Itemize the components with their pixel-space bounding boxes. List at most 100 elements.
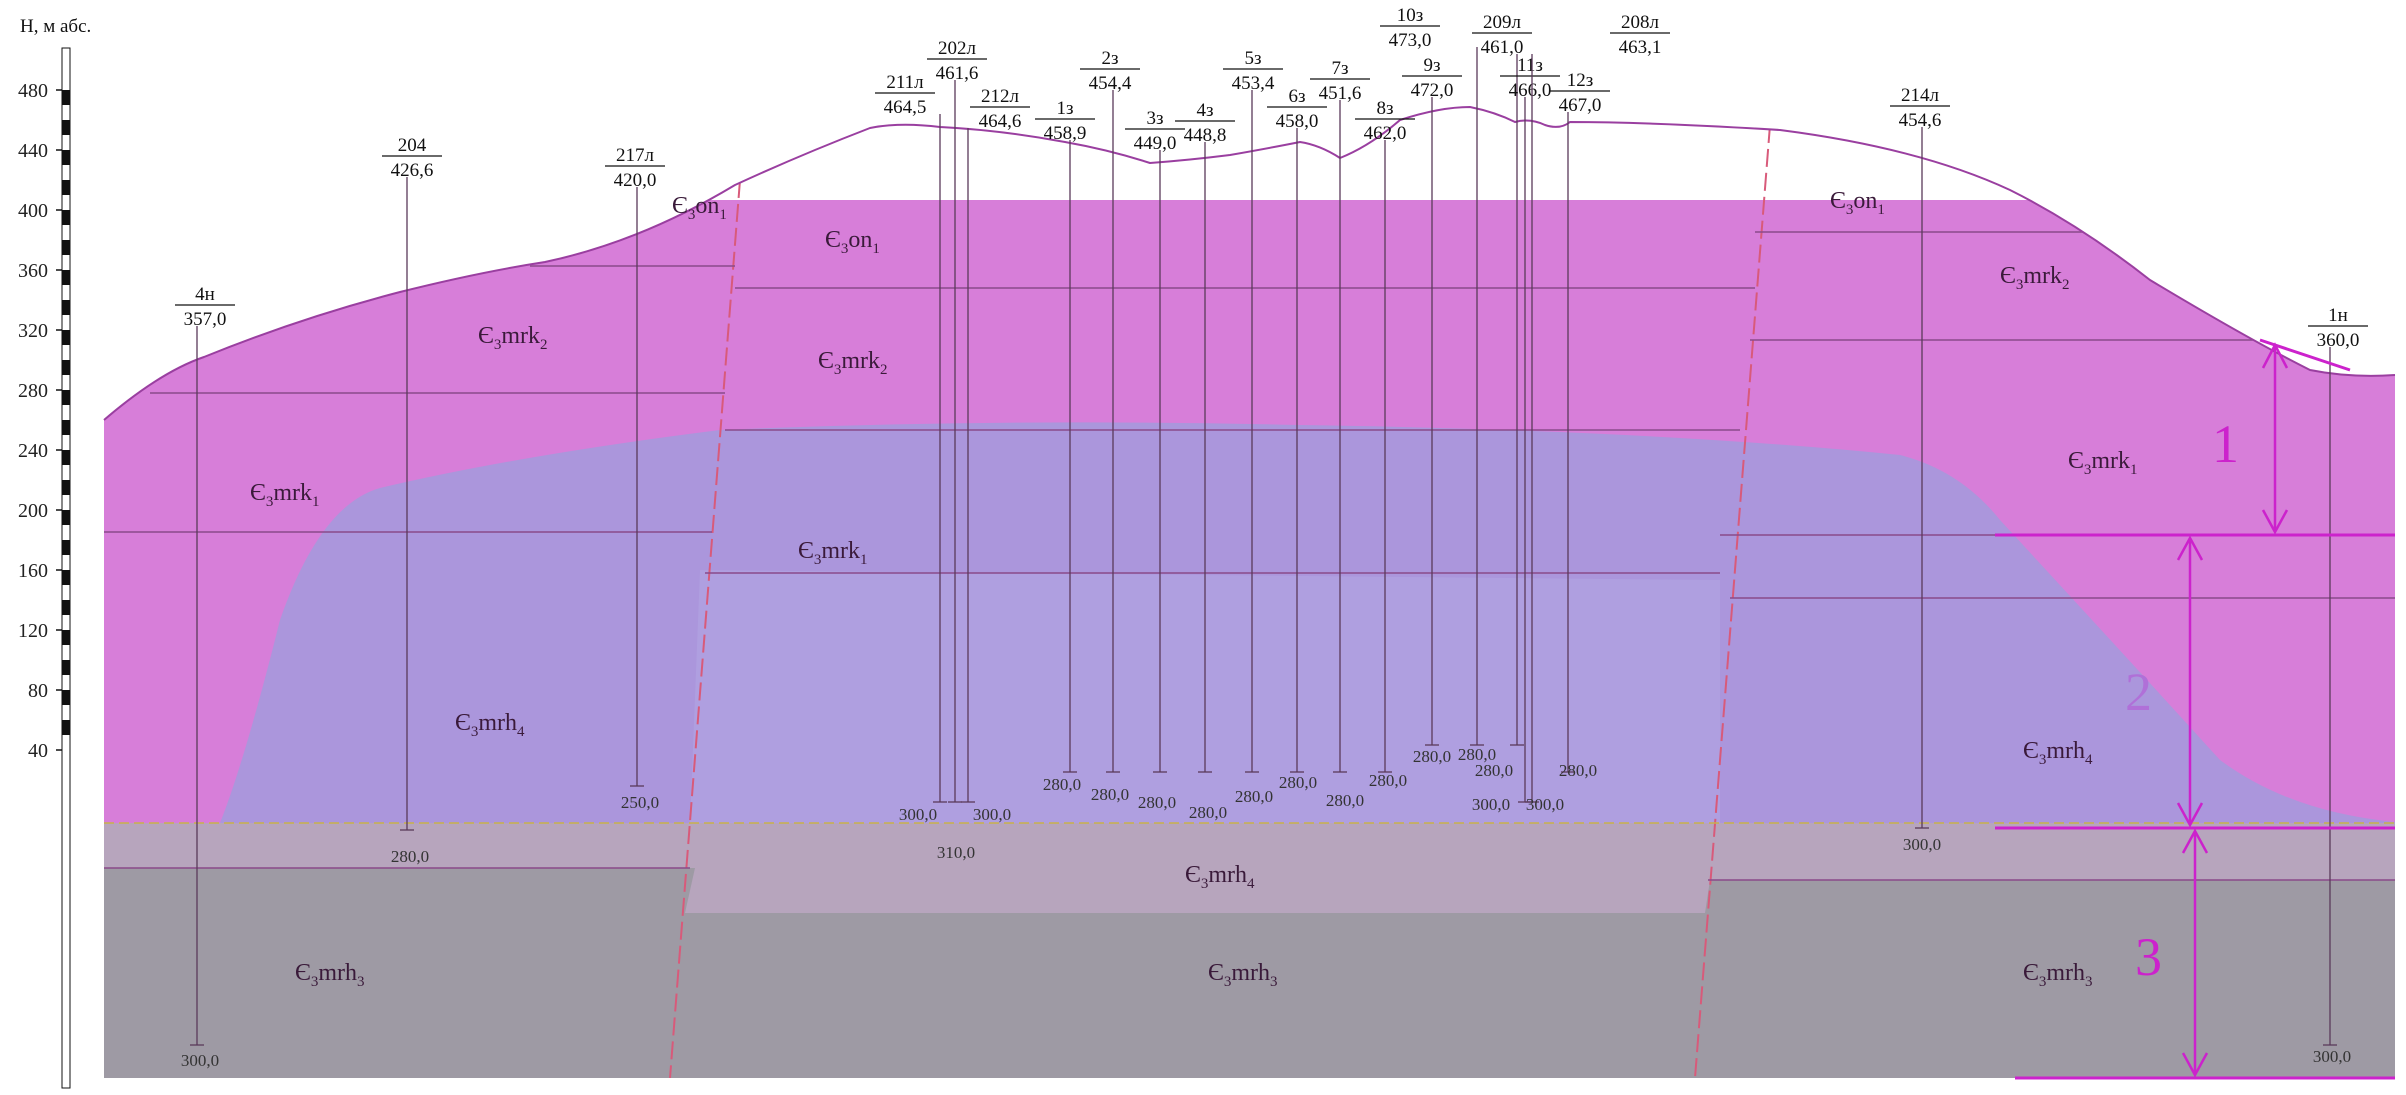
- mrh4-lower-layer: [104, 823, 2395, 913]
- axis-scale-segment: [62, 660, 70, 675]
- well-elevation: 466,0: [1509, 80, 1552, 101]
- well-elevation: 448,8: [1184, 125, 1227, 146]
- well-elevation: 454,4: [1089, 73, 1132, 94]
- well-id: 212л: [981, 86, 1020, 107]
- axis-tick-label: 400: [18, 200, 48, 222]
- well-depth: 280,0: [391, 847, 429, 866]
- strata-layers: [104, 124, 2395, 1078]
- axis-title: Н, м абс.: [20, 16, 91, 37]
- axis-scale-segment: [62, 120, 70, 135]
- axis-tick-label: 360: [18, 260, 48, 282]
- well-depth: 300,0: [181, 1051, 219, 1070]
- strata-labels: Є3on1Є3on1Є3on1Є3mrk2Є3mrk2Є3mrk2Є3mrk1Є…: [250, 188, 2138, 990]
- fault-line: [1694, 124, 1771, 1078]
- stratum-label-mrk2: Є3mrk2: [478, 323, 548, 353]
- well-id: 7з: [1331, 58, 1348, 79]
- well: 217л 420,0 250,0: [605, 145, 665, 812]
- well-id: 8з: [1376, 98, 1393, 119]
- stratum-label-mrk1: Є3mrk1: [2068, 448, 2138, 478]
- stratum-label-mrh3: Є3mrh3: [295, 960, 365, 990]
- stratum-label-mrk2: Є3mrk2: [2000, 263, 2070, 293]
- well-elevation: 473,0: [1389, 30, 1432, 51]
- axis-scale-segment: [62, 450, 70, 465]
- stratum-label-mrh4: Є3mrh4: [1185, 862, 1255, 892]
- well-id: 217л: [616, 145, 655, 166]
- well-id: 1з: [1056, 98, 1073, 119]
- terrain-outline: [103, 105, 2396, 421]
- stratum-label-mrh3: Є3mrh3: [1208, 960, 1278, 990]
- well-elevation: 464,6: [979, 111, 1022, 132]
- well: 10з 473,0 280,0: [1380, 5, 1496, 764]
- well-depth: 300,0: [2313, 1047, 2351, 1066]
- well-depth: 250,0: [621, 793, 659, 812]
- well-id: 209л: [1483, 12, 1522, 33]
- axis-tick-label: 160: [18, 560, 48, 582]
- well-id: 202л: [938, 38, 977, 59]
- axis-scale-segment: [62, 570, 70, 585]
- axis-tick-label: 200: [18, 500, 48, 522]
- well-depth: 280,0: [1458, 745, 1496, 764]
- stratum-label-on1: Є3on1: [672, 193, 727, 223]
- stratum-label-on1: Є3on1: [825, 227, 880, 257]
- axis-scale-segment: [62, 510, 70, 525]
- fault-line: [669, 179, 741, 1078]
- well-depth: 300,0: [1903, 835, 1941, 854]
- wells: 4н357,0300,0204426,6280,0217л420,0250,02…: [175, 5, 2368, 1070]
- well-id: 4н: [195, 284, 215, 305]
- well-depth: 280,0: [1043, 775, 1081, 794]
- well-elevation: 420,0: [614, 170, 657, 191]
- well-depth: 310,0: [937, 843, 975, 862]
- axis-scale-segment: [62, 180, 70, 195]
- axis-tick-label: 80: [28, 680, 48, 702]
- stratum-label-mrk1: Є3mrk1: [250, 480, 320, 510]
- axis-scale-segment: [62, 150, 70, 165]
- well-depth: 280,0: [1279, 773, 1317, 792]
- well-elevation: 360,0: [2317, 330, 2360, 351]
- well-id: 10з: [1397, 5, 1424, 26]
- well: 4з 448,8 280,0: [1175, 100, 1235, 822]
- well-elevation: 458,9: [1044, 123, 1087, 144]
- well-id: 11з: [1517, 55, 1543, 76]
- well-depth: 280,0: [1369, 771, 1407, 790]
- well: 3з 449,0 280,0: [1125, 108, 1185, 812]
- axis-scale-segment: [62, 330, 70, 345]
- well-elevation: 426,6: [391, 160, 434, 181]
- axis-scale-segment: [62, 240, 70, 255]
- zone-label-3: 3: [2135, 927, 2162, 987]
- well-id: 4з: [1196, 100, 1213, 121]
- well-id: 6з: [1288, 86, 1305, 107]
- well: 1з 458,9 280,0: [1035, 98, 1095, 794]
- axis-tick-label: 40: [28, 740, 48, 762]
- axis-scale-segment: [62, 270, 70, 285]
- well: 8з 462,0 280,0: [1355, 98, 1415, 790]
- axis-scale-segment: [62, 210, 70, 225]
- well-depth: 280,0: [1138, 793, 1176, 812]
- well-depth: 280,0: [1189, 803, 1227, 822]
- axis-scale-segment: [62, 90, 70, 105]
- well-elevation: 472,0: [1411, 80, 1454, 101]
- stratum-label-mrk2: Є3mrk2: [818, 348, 888, 378]
- axis-scale-bar: [61, 47, 71, 1089]
- zone-label-1: 1: [2212, 414, 2239, 474]
- well-elevation: 454,6: [1899, 110, 1942, 131]
- well-id: 3з: [1146, 108, 1163, 129]
- well-elevation: 462,0: [1364, 123, 1407, 144]
- stratum-label-mrh3: Є3mrh3: [2023, 960, 2093, 990]
- axis-scale-segment: [62, 300, 70, 315]
- axis-scale-segment: [62, 540, 70, 555]
- well-depth: 280,0: [1475, 761, 1513, 780]
- zone-label-2: 2: [2125, 662, 2152, 722]
- axis-scale-segment: [62, 390, 70, 405]
- well-depth: 280,0: [1413, 747, 1451, 766]
- well-elevation: 449,0: [1134, 133, 1177, 154]
- axis-tick-label: 480: [18, 80, 48, 102]
- well-id: 1н: [2328, 305, 2348, 326]
